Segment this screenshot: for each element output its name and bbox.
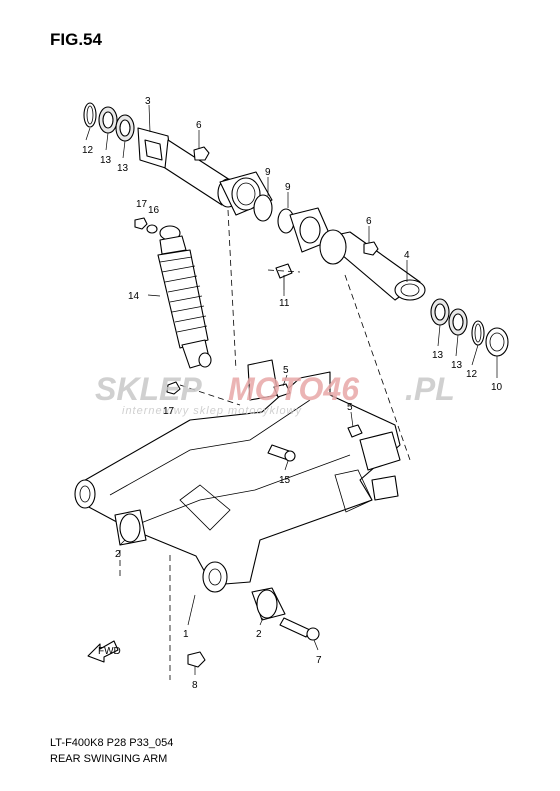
callout-4[interactable]: 4	[404, 250, 410, 261]
callout-17-bottom[interactable]: 17	[163, 406, 175, 417]
leader-lines	[85, 104, 498, 675]
callout-5-lower[interactable]: 5	[347, 402, 353, 413]
fwd-arrow: FWD	[87, 640, 121, 663]
nut-17-top[interactable]	[134, 217, 148, 230]
washer-16[interactable]	[146, 224, 158, 234]
callout-14[interactable]: 14	[128, 291, 140, 302]
pivot-shaft-3[interactable]	[137, 127, 239, 208]
bolt-15[interactable]	[267, 444, 296, 462]
callout-3[interactable]: 3	[145, 96, 151, 107]
bolt-7[interactable]	[279, 617, 320, 641]
callout-1[interactable]: 1	[183, 629, 189, 640]
dust-seal-10[interactable]	[485, 327, 509, 357]
pivot-tube-4[interactable]	[289, 207, 426, 301]
circlip-12-left[interactable]	[83, 102, 97, 128]
callout-8[interactable]: 8	[192, 680, 198, 691]
assembly-lines	[119, 209, 411, 680]
callout-2-left[interactable]: 2	[115, 549, 121, 560]
watermark: SKLEP MOTO46 .PL internetowy sklep motoc…	[95, 371, 455, 417]
bushing-2-left[interactable]	[114, 509, 147, 546]
callout-2-right[interactable]: 2	[256, 629, 262, 640]
callout-9-right[interactable]: 9	[285, 182, 291, 193]
nut-6-left[interactable]	[193, 146, 210, 161]
callout-5-upper[interactable]: 5	[283, 365, 289, 376]
watermark-brand-a: SKLEP	[95, 371, 202, 407]
nut-6-right[interactable]	[363, 241, 379, 256]
callout-7[interactable]: 7	[316, 655, 322, 666]
callout-12-right[interactable]: 12	[466, 369, 478, 380]
diagram-code: LT-F400K8 P28 P33_054	[50, 737, 174, 749]
bearing-13-left-inner[interactable]	[115, 114, 135, 142]
callout-6-left[interactable]: 6	[196, 120, 202, 131]
callout-17-top[interactable]: 17	[136, 199, 148, 210]
callout-15[interactable]: 15	[279, 475, 291, 486]
bushing-2-right[interactable]	[251, 587, 286, 621]
o-ring-9-left[interactable]	[253, 194, 273, 222]
bearing-13-right-outer[interactable]	[448, 308, 468, 336]
callout-10[interactable]: 10	[491, 382, 503, 393]
circlip-12-right[interactable]	[471, 320, 485, 346]
callout-13-right-outer[interactable]: 13	[451, 360, 463, 371]
bearing-13-right-inner[interactable]	[430, 298, 450, 326]
callout-13-right-inner[interactable]: 13	[432, 350, 444, 361]
callout-9-left[interactable]: 9	[265, 167, 271, 178]
watermark-tagline: internetowy sklep motocyklowy	[122, 405, 303, 417]
callout-12-left[interactable]: 12	[82, 145, 94, 156]
bolt-5-lower[interactable]	[347, 424, 363, 438]
callout-11[interactable]: 11	[279, 298, 290, 309]
callout-13-left-outer[interactable]: 13	[100, 155, 112, 166]
nut-8[interactable]	[187, 651, 206, 668]
callout-labels: 12 13 13 3 6 9 9 6 17 16 4 14 11 13 13 1…	[82, 96, 503, 691]
bolt-5-upper[interactable]	[273, 383, 291, 398]
watermark-brand-c: .PL	[405, 371, 455, 407]
figure-title: FIG.54	[50, 30, 102, 49]
bearing-13-left-outer[interactable]	[98, 106, 118, 134]
callout-13-left-inner[interactable]: 13	[117, 163, 129, 174]
callout-16[interactable]: 16	[148, 205, 160, 216]
nut-17-bottom[interactable]	[166, 381, 181, 395]
bolt-11[interactable]	[275, 263, 293, 290]
diagram-name: REAR SWINGING ARM	[50, 753, 168, 765]
shock-absorber-14[interactable]	[157, 225, 212, 369]
callout-6-right[interactable]: 6	[366, 216, 372, 227]
fwd-arrow-label: FWD	[98, 646, 121, 657]
watermark-brand-b: MOTO46	[228, 371, 359, 407]
